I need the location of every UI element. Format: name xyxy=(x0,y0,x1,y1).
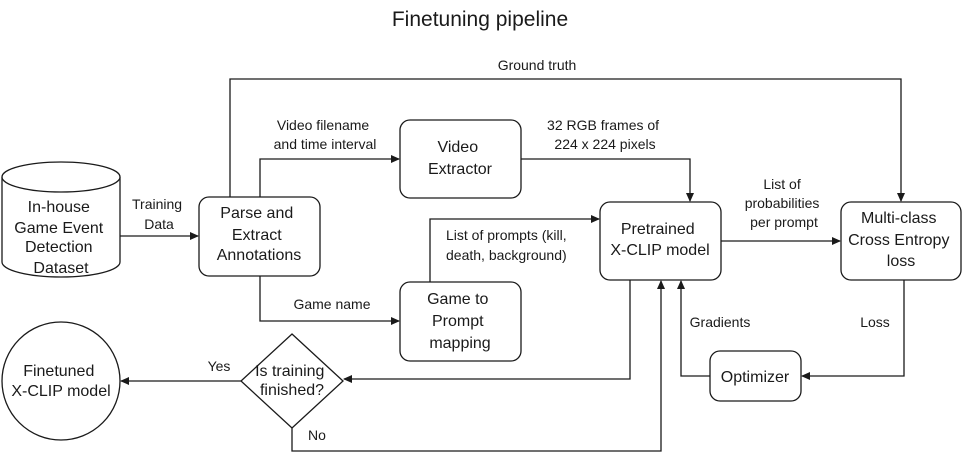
video-extractor-label: Video Extractor xyxy=(428,139,493,178)
dataset-label: In-house Game Event Detection Dataset xyxy=(14,199,107,277)
pretrained-xclip-box xyxy=(599,201,722,281)
finetuned-xclip-circle xyxy=(1,321,121,441)
edge-no xyxy=(291,280,665,452)
game-name-label: Game name xyxy=(293,296,370,312)
video-extractor-box xyxy=(399,119,522,199)
edge-ground-truth xyxy=(229,78,905,202)
edge-rgb-frames xyxy=(521,158,694,202)
yes-label: Yes xyxy=(208,358,231,374)
pretrained-xclip-label: Pretrained X-CLIP model xyxy=(610,221,709,259)
loss-edge-label: Loss xyxy=(860,314,890,330)
parse-annotations-label: Parse and Extract Annotations xyxy=(217,205,302,264)
rgb-frames-label: 32 RGB frames of 224 x 224 pixels xyxy=(547,117,663,152)
cross-entropy-loss-label: Multi-class Cross Entropy loss xyxy=(848,210,954,270)
training-finished-label: Is training finished? xyxy=(255,363,329,399)
game-prompt-mapping-box xyxy=(399,281,522,362)
edge-game-name xyxy=(259,276,400,325)
optimizer-label: Optimizer xyxy=(721,369,790,386)
prompts-label: List of prompts (kill, death, background… xyxy=(446,227,570,263)
probabilities-label: List of probabilities per prompt xyxy=(745,176,824,230)
training-data-label: Training Data xyxy=(132,196,186,232)
ground-truth-label: Ground truth xyxy=(498,57,577,73)
gradients-label: Gradients xyxy=(690,314,751,330)
edge-video-filename xyxy=(259,155,400,197)
edge-xclip-to-decision xyxy=(343,280,631,383)
diagram-title: Finetuning pipeline xyxy=(392,8,568,31)
edge-gradients xyxy=(677,280,710,377)
no-label: No xyxy=(308,427,326,443)
dataset-cylinder xyxy=(1,161,121,278)
game-prompt-mapping-label: Game to Prompt mapping xyxy=(427,291,493,352)
edge-prompts xyxy=(429,215,600,282)
finetuned-xclip-label: Finetuned X-CLIP model xyxy=(11,363,110,400)
cross-entropy-loss-box xyxy=(840,201,962,281)
edge-loss xyxy=(801,280,905,380)
video-filename-label: Video filename and time interval xyxy=(274,117,377,152)
training-finished-decision xyxy=(240,333,344,429)
